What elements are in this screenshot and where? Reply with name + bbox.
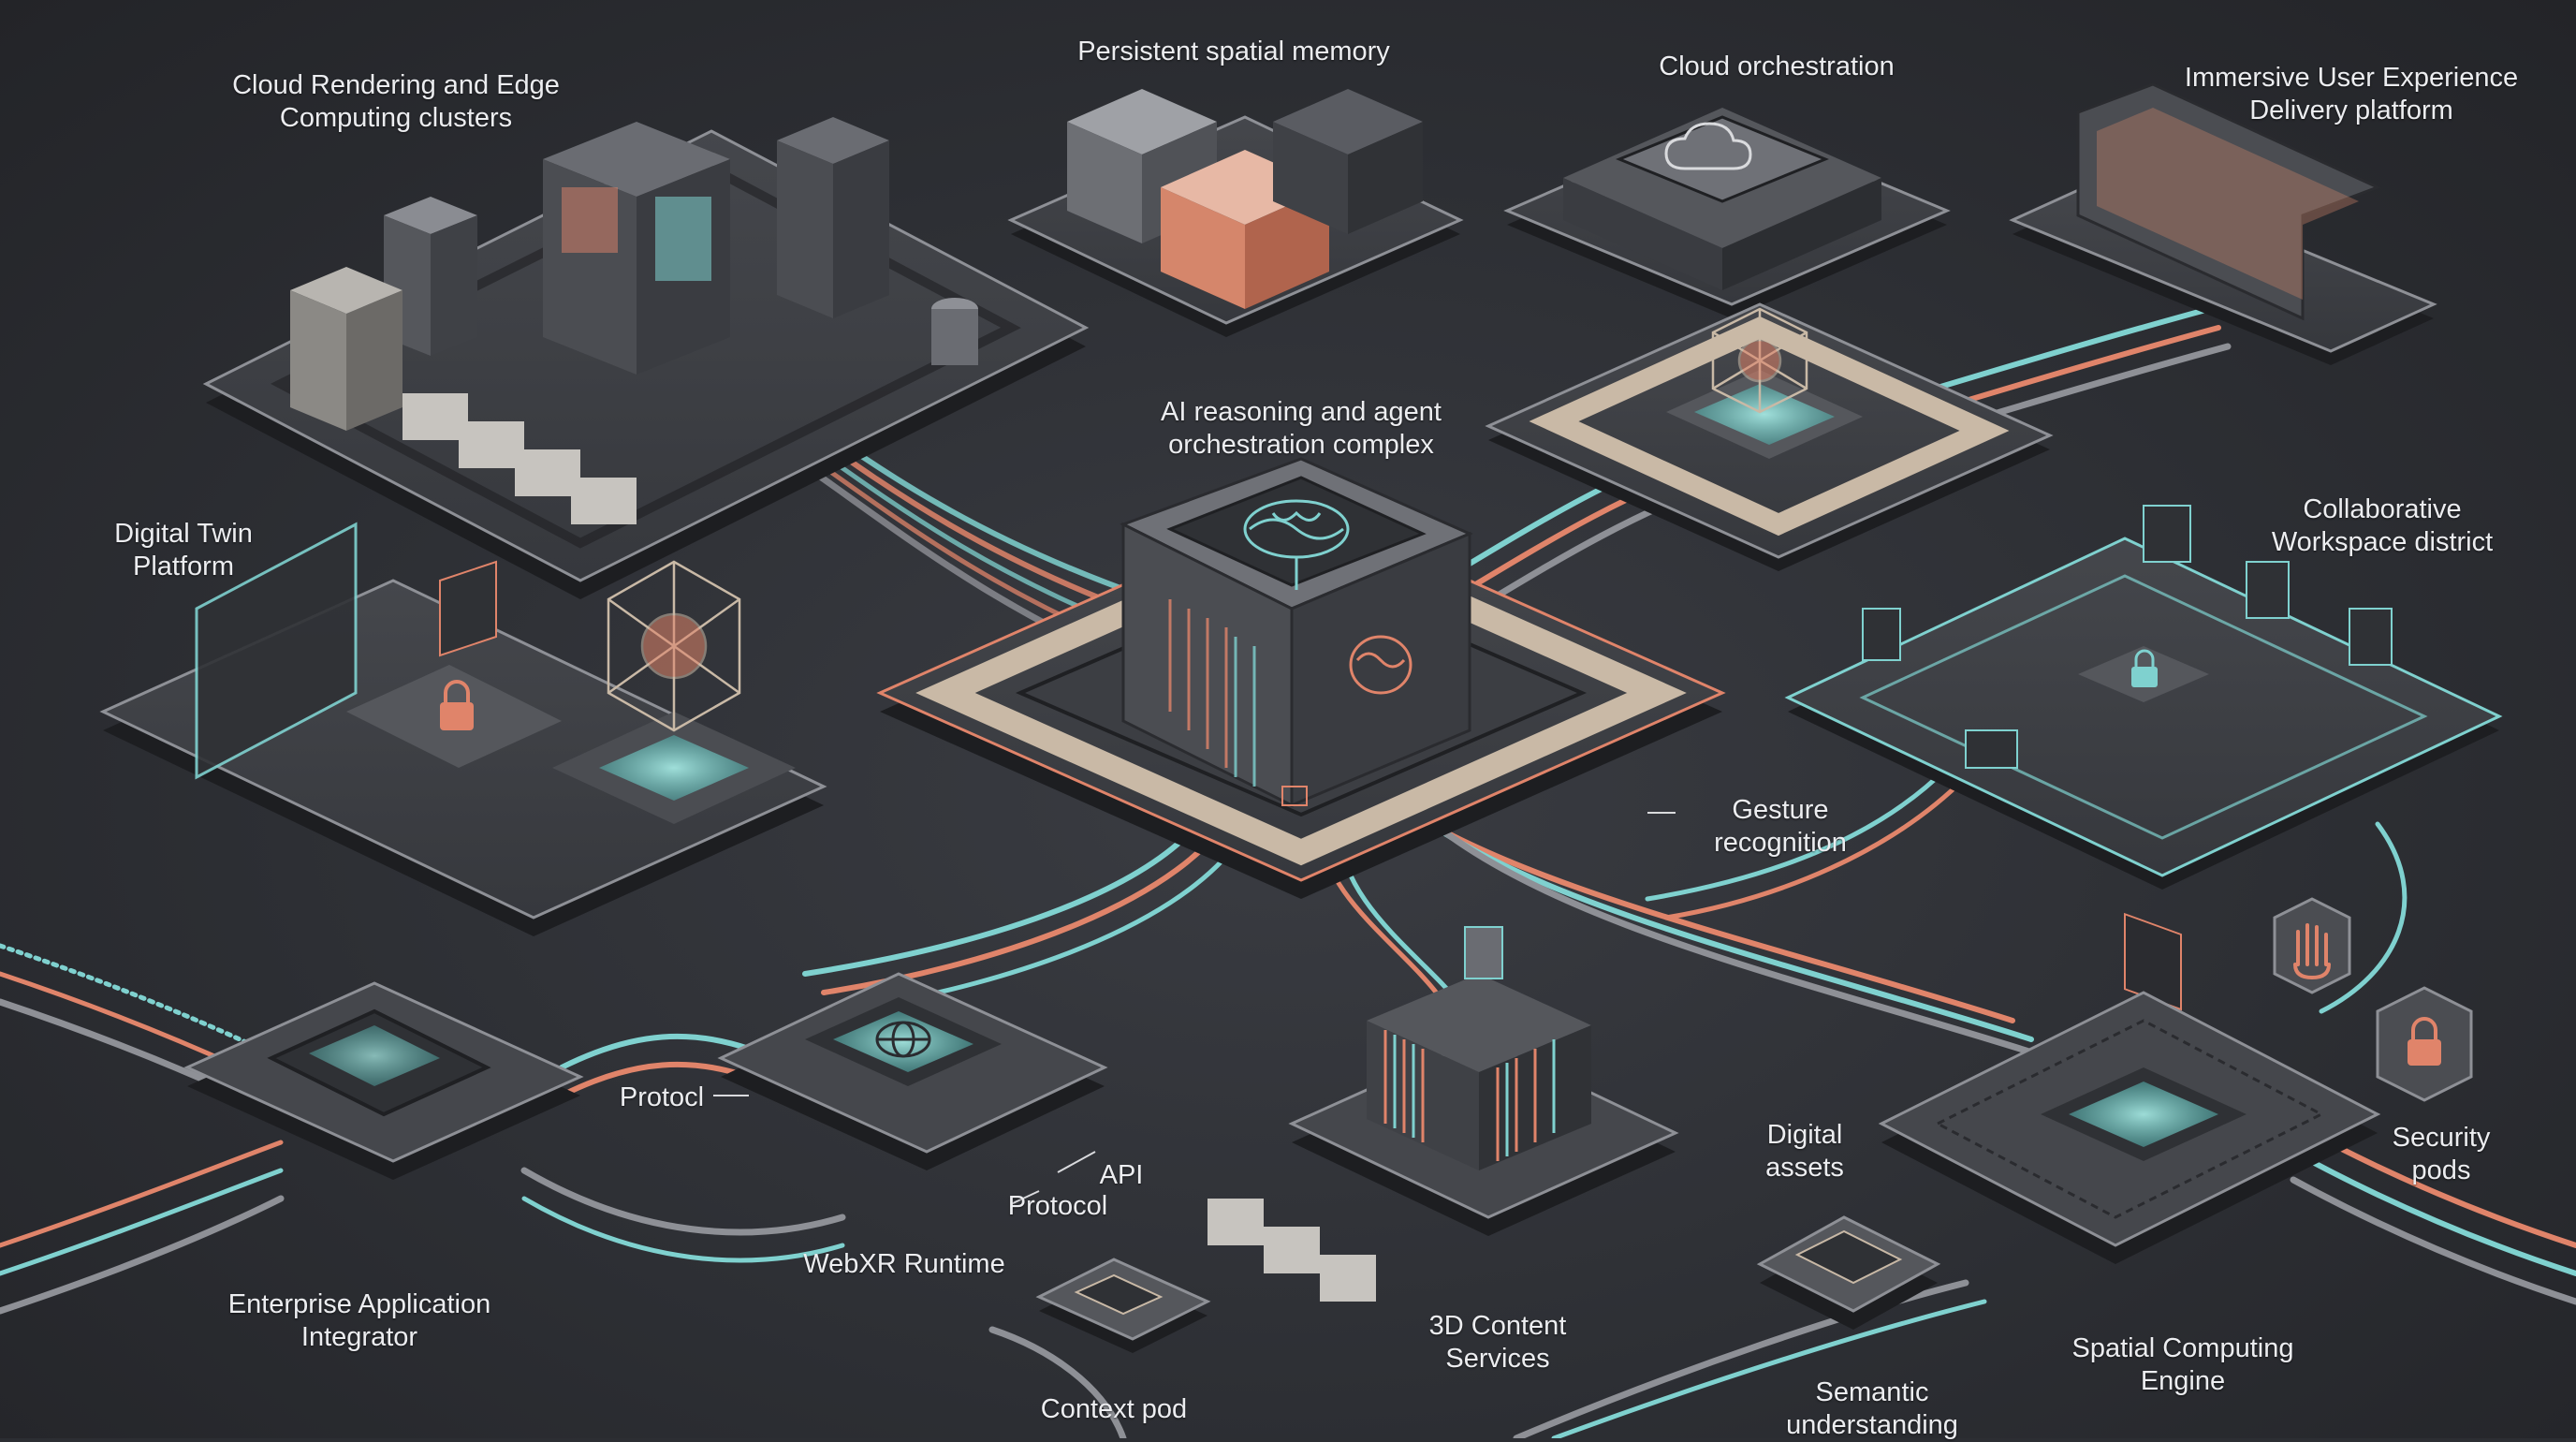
label-cloud-rendering: Cloud Rendering and Edge Computing clust… (232, 70, 560, 133)
label-enterprise: Enterprise Application Integrator (227, 1289, 491, 1352)
label-spatial-engine: Spatial Computing Engine (2071, 1333, 2294, 1396)
cloud-icon (1664, 122, 1752, 170)
brain-icon (1243, 499, 1350, 590)
wireframe-cube-icon (607, 560, 741, 732)
content-services-stack (1208, 926, 1679, 1302)
label-ai-reasoning: AI reasoning and agent orchestration com… (1161, 397, 1442, 460)
platform-persistent-memory (1007, 89, 1464, 337)
label-semantic: Semantic understanding (1786, 1377, 1958, 1440)
globe-icon (875, 1021, 931, 1058)
label-cloud-orchestration: Cloud orchestration (1659, 52, 1895, 81)
label-persistent-memory: Persistent spatial memory (1077, 37, 1390, 66)
context-pod (1035, 1258, 1211, 1353)
memory-stacks (1067, 89, 1423, 309)
spatial-engine-board (1878, 991, 2381, 1264)
enterprise-chip (183, 981, 584, 1180)
lock-icon (2408, 1017, 2441, 1066)
central-hub-cube (1120, 457, 1473, 808)
label-api: API (1099, 1160, 1144, 1190)
hand-icon (2293, 923, 2331, 980)
cable-collab-to-engine (1645, 765, 2408, 1014)
cable-far-left (0, 943, 322, 1315)
cable-semantic (988, 1279, 1987, 1438)
brain-icon (1349, 635, 1412, 695)
platform-immersive-ux (2009, 82, 2437, 1011)
label-immersive-ux: Immersive User Experience Delivery platf… (2184, 63, 2519, 125)
platform-cloud-rendering (202, 117, 1090, 599)
lock-icon (440, 680, 474, 730)
security-pods (2273, 897, 2473, 1102)
lock-icon (2131, 649, 2158, 687)
cable-enterprise-to-webxr (520, 1033, 846, 1263)
label-security: Security pods (2392, 1123, 2491, 1185)
semantic-pod (1756, 1215, 1941, 1330)
webxr-chip (717, 972, 1108, 1170)
label-gesture: Gesture recognition (1714, 795, 1847, 858)
platform-digital-twin (99, 522, 827, 936)
platform-ai-reasoning (1485, 302, 2054, 571)
label-protocol-left: Protocl (619, 1082, 705, 1112)
platform-collaborative (1784, 505, 2503, 890)
server-towers (290, 117, 889, 431)
label-webxr: WebXR Runtime (803, 1249, 1005, 1279)
leader-lines (713, 812, 1676, 1205)
asset-cubes (1208, 1199, 1376, 1302)
label-collaborative: Collaborative Workspace district (2271, 494, 2494, 557)
label-digital-twin: Digital Twin Platform (114, 519, 253, 581)
label-3d-content: 3D Content Services (1428, 1311, 1567, 1374)
wireframe-cube-icon (1711, 307, 1808, 414)
storage-blocks (402, 298, 978, 524)
label-protocol-right: Protocol (1007, 1191, 1108, 1221)
label-context-pod: Context pod (1040, 1394, 1188, 1424)
platform-cloud-orchestration (1503, 108, 1951, 318)
desk-screens (1862, 505, 2393, 769)
label-digital-assets: Digital assets (1765, 1120, 1844, 1183)
